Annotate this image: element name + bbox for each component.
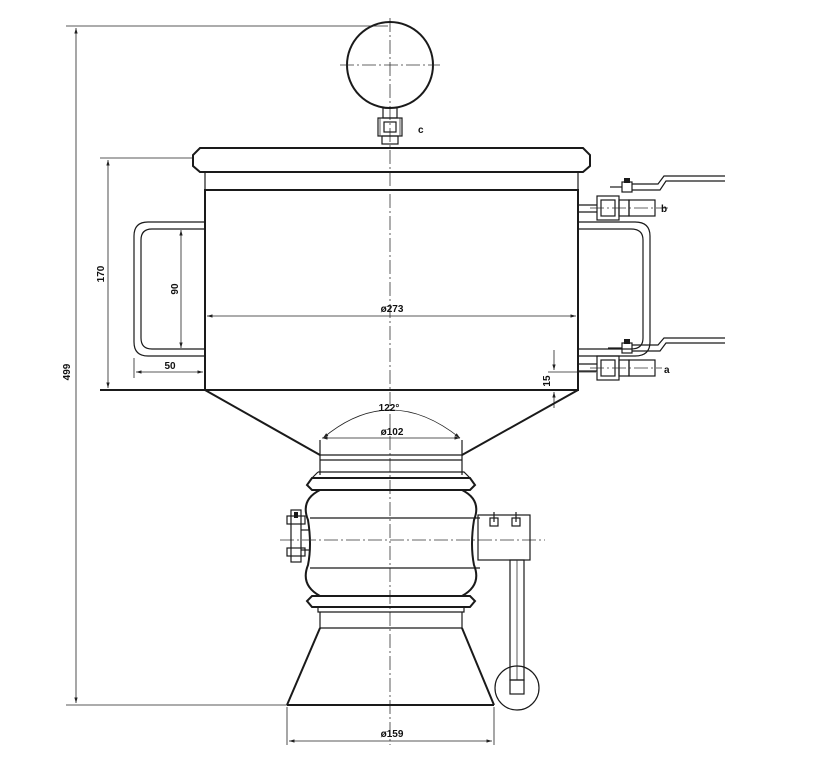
valve-b [578, 175, 725, 221]
dim-90-text: 90 [170, 283, 181, 295]
port-a-label: a [664, 365, 670, 376]
dimension-170 [100, 157, 193, 388]
dim-15-text: 15 [542, 375, 553, 387]
dim-122-text: 122° [379, 403, 400, 414]
dimension-50 [133, 358, 203, 378]
dimension-122-angle [322, 409, 461, 439]
cylinder-body [100, 189, 579, 391]
dim-170-text: 170 [96, 265, 107, 282]
dim-273-text: ø273 [381, 304, 404, 315]
dimension-15 [548, 350, 596, 408]
butterfly-valve [280, 440, 545, 711]
pressure-gauge [340, 21, 440, 145]
dim-102-text: ø102 [381, 427, 404, 438]
base-cone [286, 612, 495, 706]
hopper-cone [204, 389, 579, 456]
dimension-499 [66, 25, 388, 706]
dimension-159 [286, 707, 495, 745]
dim-159-text: ø159 [381, 729, 404, 740]
port-b-label: b [661, 204, 667, 215]
lid [192, 147, 591, 191]
valve-a [578, 337, 725, 381]
port-c-label: c [418, 125, 424, 136]
dim-50-text: 50 [164, 361, 176, 372]
dim-499-text: 499 [62, 363, 73, 380]
right-handle [578, 221, 651, 357]
left-handle [133, 221, 205, 357]
